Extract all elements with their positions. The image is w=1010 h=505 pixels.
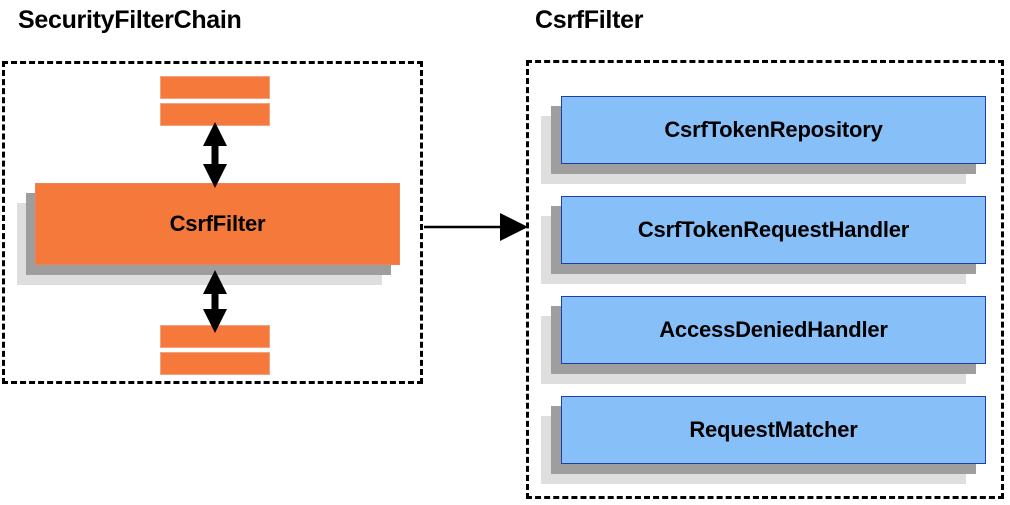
collaborator-access-denied-handler[interactable]: AccessDeniedHandler (561, 296, 986, 364)
collaborator-4-label: RequestMatcher (689, 417, 858, 442)
panel-title-csrffilter: CsrfFilter (535, 6, 644, 34)
panel-title-securityfilterchain: SecurityFilterChain (18, 6, 242, 34)
filter-bar-top-1[interactable] (160, 76, 270, 99)
collaborator-request-matcher[interactable]: RequestMatcher (561, 396, 986, 464)
collaborator-csrf-token-repository[interactable]: CsrfTokenRepository (561, 96, 986, 164)
collaborator-3-label: AccessDeniedHandler (659, 317, 888, 342)
collaborator-csrf-token-request-handler[interactable]: CsrfTokenRequestHandler (561, 196, 986, 264)
expansion-arrow-icon (424, 213, 528, 241)
filter-bar-top-2[interactable] (160, 103, 270, 126)
collaborator-2-label: CsrfTokenRequestHandler (637, 217, 910, 242)
csrffilter-box[interactable]: CsrfFilter (35, 183, 400, 265)
csrffilter-box-label: CsrfFilter (169, 211, 266, 236)
filter-bar-bottom-2[interactable] (160, 352, 270, 375)
collaborator-1-label: CsrfTokenRepository (664, 117, 883, 142)
csrffilter-container (526, 60, 1004, 499)
securityfilterchain-container (2, 61, 423, 384)
filter-bar-bottom-1[interactable] (160, 325, 270, 348)
